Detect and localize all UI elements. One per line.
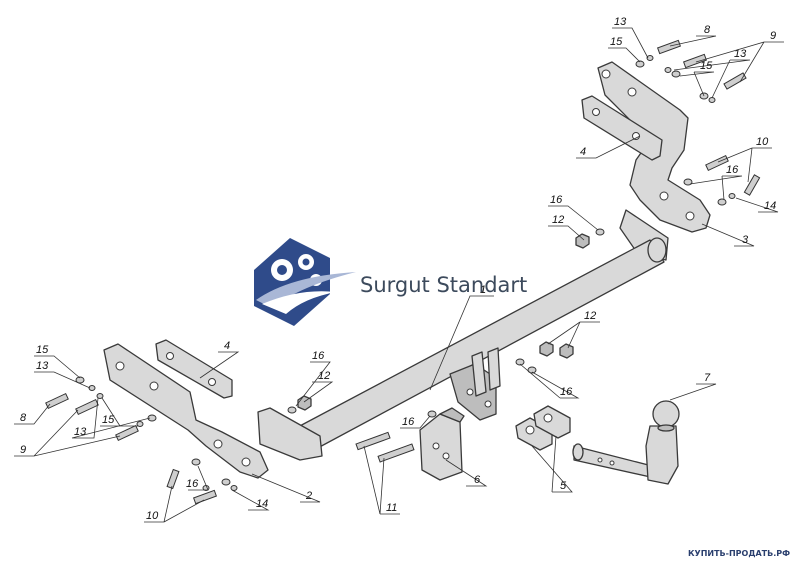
callout-leaders bbox=[14, 27, 784, 523]
centre-fasteners bbox=[355, 341, 574, 463]
callout-15: 15 bbox=[102, 414, 115, 426]
callout-13: 13 bbox=[74, 426, 87, 438]
callout-12: 12 bbox=[552, 214, 564, 226]
site-label: КУПИТЬ-ПРОДАТЬ.РФ bbox=[688, 549, 790, 558]
callout-10: 10 bbox=[146, 510, 159, 522]
callout-12: 12 bbox=[584, 310, 596, 322]
callout-7: 7 bbox=[704, 372, 711, 384]
callout-13: 13 bbox=[36, 360, 49, 372]
callout-16: 16 bbox=[550, 194, 563, 206]
callout-12: 12 bbox=[318, 370, 330, 382]
cross-beam-part-1 bbox=[257, 209, 669, 461]
callout-16: 16 bbox=[560, 386, 573, 398]
callout-14: 14 bbox=[256, 498, 268, 510]
left-bracket-part-2 bbox=[103, 343, 269, 479]
tow-ball-part-7 bbox=[572, 400, 680, 485]
callout-5: 5 bbox=[560, 480, 567, 492]
left-fasteners bbox=[45, 376, 312, 505]
callout-13: 13 bbox=[614, 16, 627, 28]
callout-4: 4 bbox=[580, 146, 586, 158]
callout-14: 14 bbox=[764, 200, 776, 212]
callout-15: 15 bbox=[610, 36, 623, 48]
callout-6: 6 bbox=[474, 474, 481, 486]
callout-4: 4 bbox=[224, 340, 230, 352]
callout-13: 13 bbox=[734, 48, 747, 60]
callout-16: 16 bbox=[186, 478, 199, 490]
callout-10: 10 bbox=[756, 136, 769, 148]
callout-11: 11 bbox=[386, 502, 397, 514]
callout-15: 15 bbox=[36, 344, 49, 356]
right-plate-part-4 bbox=[581, 95, 663, 161]
gears-car-logo-icon bbox=[254, 238, 356, 326]
callout-15: 15 bbox=[700, 60, 713, 72]
callout-3: 3 bbox=[742, 234, 749, 246]
callout-16: 16 bbox=[726, 164, 739, 176]
callout-8: 8 bbox=[704, 24, 711, 36]
callout-16: 16 bbox=[402, 416, 415, 428]
left-plate-part-4 bbox=[155, 339, 233, 399]
callout-2: 2 bbox=[305, 490, 312, 502]
callout-9: 9 bbox=[770, 30, 776, 42]
callout-9: 9 bbox=[20, 444, 26, 456]
callout-8: 8 bbox=[20, 412, 27, 424]
callout-1: 1 bbox=[480, 284, 486, 296]
spacer-plates-part-5 bbox=[515, 405, 571, 451]
callout-labels: 13 8 15 9 13 15 4 10 16 14 16 12 3 1 12 … bbox=[20, 16, 776, 522]
callout-16: 16 bbox=[312, 350, 325, 362]
socket-plate-part-6 bbox=[419, 407, 465, 481]
watermark-brand-text: Surgut Standart bbox=[360, 273, 527, 297]
